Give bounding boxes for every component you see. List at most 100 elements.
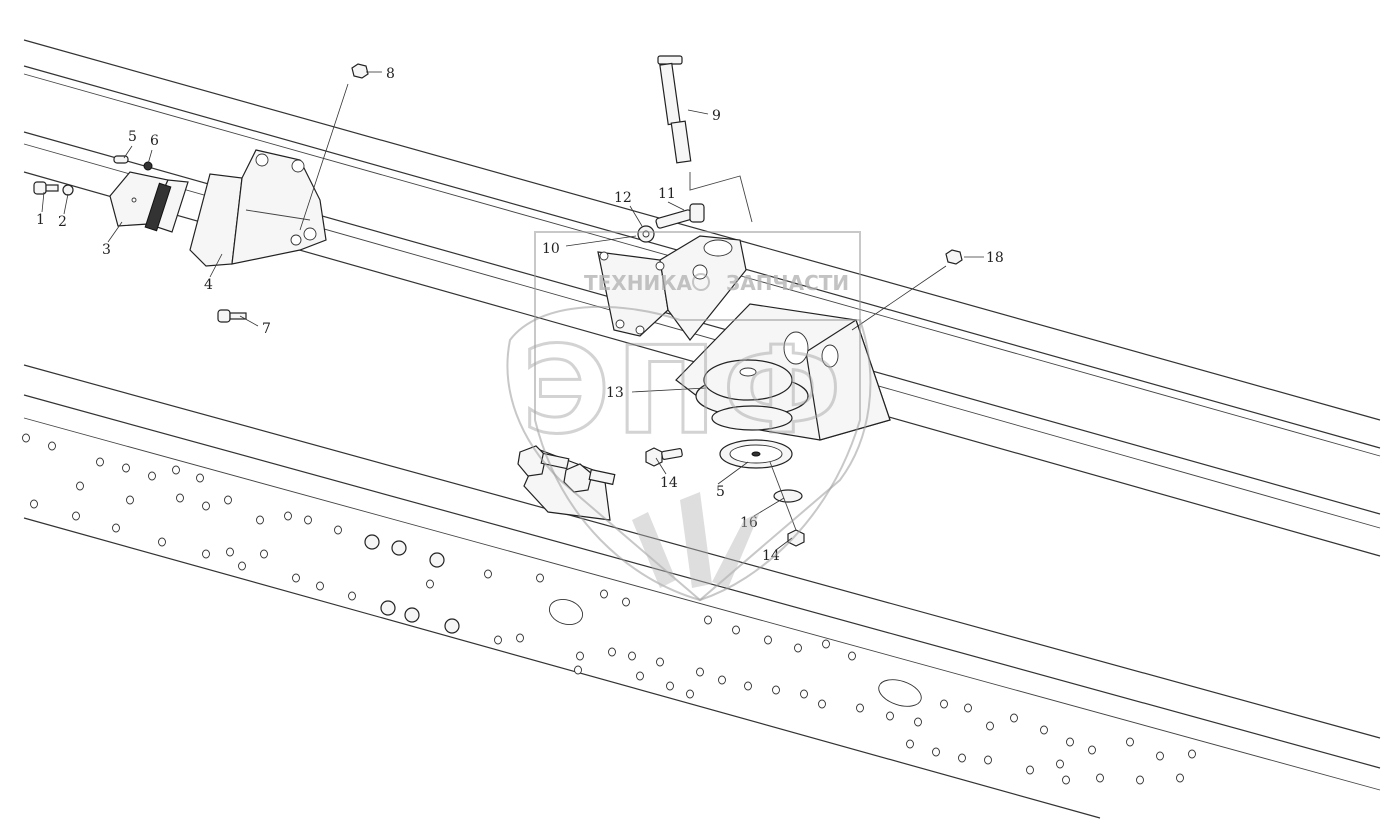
rail-hole xyxy=(744,681,752,691)
rail-hole xyxy=(940,699,948,709)
callout-leader xyxy=(239,315,259,327)
callout-leader xyxy=(655,457,667,475)
rail-hole xyxy=(284,511,292,521)
rail-hole xyxy=(576,651,584,661)
rail-hole xyxy=(172,465,180,475)
rail-hole xyxy=(1188,749,1196,759)
nut-part-2 xyxy=(62,184,74,196)
rail-hole xyxy=(426,579,434,589)
rail-hole xyxy=(848,651,856,661)
rail-hole xyxy=(1056,759,1064,769)
pin-part-5 xyxy=(113,155,129,164)
rail-hole xyxy=(932,747,940,757)
rail-hole xyxy=(202,549,210,559)
bolt-part-7 xyxy=(217,309,247,323)
rail-hole xyxy=(718,675,726,685)
callout-label: 11 xyxy=(658,186,676,202)
lower-frame-rail xyxy=(22,364,1381,819)
rail-hole xyxy=(1126,737,1134,747)
rail-hole xyxy=(224,495,232,505)
rail-hole xyxy=(260,549,268,559)
rail-hole xyxy=(622,597,630,607)
oval-slot xyxy=(878,679,922,707)
rail-hole xyxy=(196,473,204,483)
callout-label: 18 xyxy=(986,250,1004,266)
rail-hole xyxy=(96,457,104,467)
rail-hole xyxy=(484,569,492,579)
callout-leader xyxy=(41,191,45,213)
rail-hole xyxy=(696,667,704,677)
callout-label: 16 xyxy=(740,515,758,531)
rail-hole xyxy=(1066,737,1074,747)
callout-leader xyxy=(717,461,749,485)
callout-leader xyxy=(629,205,643,227)
rail-hole xyxy=(772,685,780,695)
callout-label: 3 xyxy=(102,242,111,258)
callout-label: 8 xyxy=(386,66,395,82)
rail-hole xyxy=(1088,745,1096,755)
watermark-brand-right: ЗАПЧАСТИ xyxy=(726,271,849,295)
rail-hole xyxy=(148,471,156,481)
callout-label: 10 xyxy=(542,241,560,257)
washer-part-5 xyxy=(719,439,793,469)
rail-hole xyxy=(732,625,740,635)
rail-hole xyxy=(886,711,894,721)
bracket-part-3 xyxy=(109,171,189,233)
rail-hole xyxy=(22,433,30,443)
washer-part-16 xyxy=(773,489,803,503)
rail-hole xyxy=(48,441,56,451)
rail-hole xyxy=(1176,773,1184,783)
rail-hole xyxy=(1136,775,1144,785)
rail-hole xyxy=(958,753,966,763)
rail-hole xyxy=(112,523,120,533)
callout-label: 6 xyxy=(150,133,159,149)
rail-hole xyxy=(906,739,914,749)
watermark: ТЕХНИКА ЗАПЧАСТИ ЭПФ xyxy=(506,231,872,602)
rail-hole xyxy=(964,703,972,713)
watermark-brand-left: ТЕХНИКА xyxy=(584,271,693,295)
upper-mount-bracket xyxy=(597,235,747,341)
rail-hole xyxy=(76,481,84,491)
rubber-mount-part-13 xyxy=(695,359,809,431)
bracket-part-4 xyxy=(189,149,327,267)
callout-label: 14 xyxy=(762,548,780,564)
rail-holes xyxy=(22,433,1196,785)
callout-label: 5 xyxy=(128,129,137,145)
rail-hole xyxy=(304,515,312,525)
rail-hole xyxy=(238,561,246,571)
rail-hole xyxy=(516,633,524,643)
rail-hole xyxy=(914,717,922,727)
rail-hole xyxy=(126,495,134,505)
rail-hole xyxy=(608,647,616,657)
rail-hole xyxy=(666,681,674,691)
callout-leader xyxy=(107,221,123,243)
rail-hole xyxy=(1156,751,1164,761)
callout-leader xyxy=(63,193,69,215)
rail-hole xyxy=(1010,713,1018,723)
rail-hole xyxy=(348,591,356,601)
rail-hole xyxy=(158,537,166,547)
watermark-logo-letters: ЭПФ xyxy=(522,322,848,461)
callout-leader xyxy=(209,253,223,278)
rail-hole xyxy=(822,639,830,649)
callout-leader xyxy=(147,149,153,165)
right-mount-group xyxy=(517,55,963,547)
nut-part-8 xyxy=(351,63,369,79)
rail-hole xyxy=(30,499,38,509)
rail-hole xyxy=(176,493,184,503)
callout-leader xyxy=(631,387,707,393)
rail-hole xyxy=(636,671,644,681)
rail-hole xyxy=(764,635,772,645)
bolt-part-9 xyxy=(657,55,753,223)
rail-hole xyxy=(202,501,210,511)
callout-label: 1 xyxy=(36,212,45,228)
rail-hole xyxy=(986,721,994,731)
rail-hole xyxy=(704,615,712,625)
rail-hole xyxy=(1026,765,1034,775)
callout-leader xyxy=(123,145,133,159)
rail-hole xyxy=(536,573,544,583)
bolt-part-1 xyxy=(33,181,59,195)
rail-hole xyxy=(856,703,864,713)
rail-hole xyxy=(800,689,808,699)
callout-leader xyxy=(565,235,637,247)
